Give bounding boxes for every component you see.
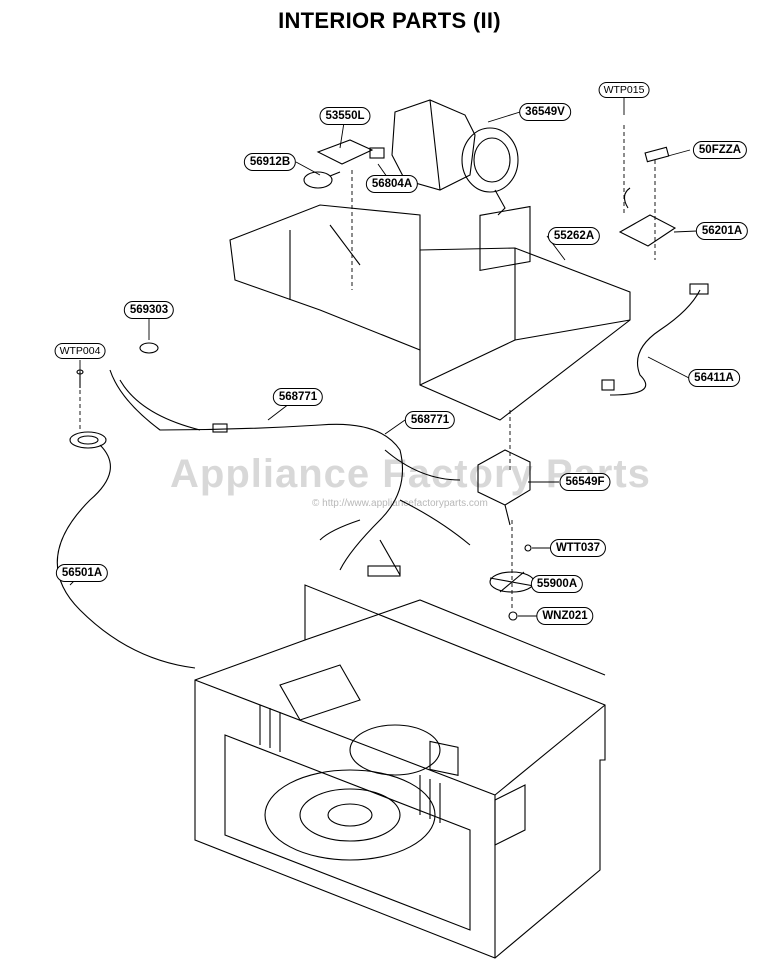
fan-motor-36549v [391,99,519,216]
watermark-url: © http://www.appliancefactoryparts.com [312,498,488,509]
part-label-wtp004: WTP004 [54,343,106,359]
part-label-55900a: 55900A [530,575,584,593]
nut-wnz021 [508,611,518,621]
thermostat-569303 [139,342,159,354]
part-label-56804a: 56804A [365,175,419,193]
part-label-wnz021: WNZ021 [536,607,594,625]
page-title: INTERIOR PARTS (II) [278,8,501,33]
part-label-56912b: 56912B [243,153,297,171]
screw-wtp004 [76,369,84,388]
part-label-568771-b: 568771 [404,411,456,429]
part-label-wtp015: WTP015 [598,82,650,98]
part-label-56201a: 56201A [695,222,749,240]
part-label-55262a: 55262A [547,227,601,245]
sensor-56501a [56,431,196,669]
part-label-568771-a: 568771 [272,388,324,406]
part-label-569303: 569303 [123,301,175,319]
wire-harness-568771 [109,369,471,577]
part-label-50fzza: 50FZZA [692,141,748,159]
pcb-56201a [618,187,677,247]
part-label-56411a: 56411A [688,369,740,387]
fuse-50fzza [644,146,670,163]
power-cord-56411a [601,283,709,396]
part-label-wtt037: WTT037 [549,539,607,557]
part-label-56501a: 56501A [55,564,109,582]
part-label-36549v: 36549V [519,103,571,121]
screw-wtt037 [524,544,532,552]
motor-56549f [477,449,531,526]
oven-cavity [194,584,606,959]
base-plate-55262a [229,204,631,421]
fan-blade-55900a [489,571,535,593]
lamp-assembly [303,139,385,189]
part-label-53550l: 53550L [319,107,371,125]
part-label-56549f: 56549F [559,473,611,491]
